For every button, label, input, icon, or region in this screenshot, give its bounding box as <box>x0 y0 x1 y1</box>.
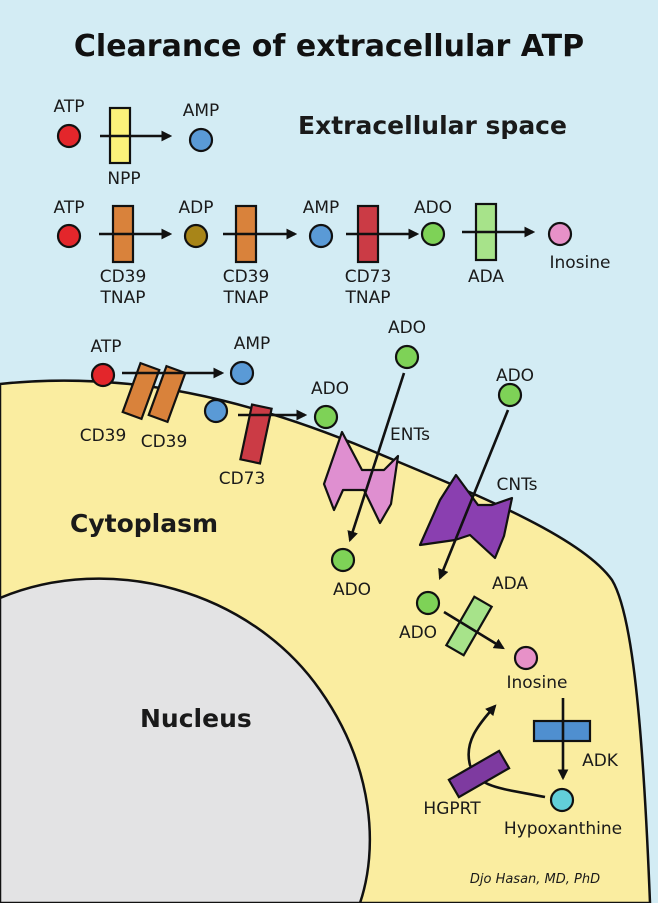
cd39-label: CD39 <box>100 267 147 287</box>
ado-label: ADO <box>414 198 452 218</box>
transport-arrow <box>347 372 406 543</box>
hgprt-enzyme <box>447 749 511 799</box>
ado-molecule <box>420 221 446 247</box>
inosine-label: Inosine <box>506 673 567 693</box>
diagram-title: Clearance of extracellular ATP <box>74 29 584 64</box>
ado-label: ADO <box>388 318 426 338</box>
atp-molecule <box>56 223 82 249</box>
cd39-enzyme <box>147 364 187 424</box>
ado-label: ADO <box>399 623 437 643</box>
cd39-label: CD39 <box>223 267 270 287</box>
npp-label: NPP <box>107 169 140 189</box>
adp-molecule <box>183 223 209 249</box>
amp-label: AMP <box>303 198 340 218</box>
inosine-molecule <box>513 645 539 671</box>
ents-transporter <box>322 430 400 525</box>
tnap-label: TNAP <box>345 288 391 308</box>
ado-molecule <box>497 382 523 408</box>
ado-label: ADO <box>311 379 349 399</box>
amp-label: AMP <box>183 101 220 121</box>
ado-molecule <box>415 590 441 616</box>
adk-label: ADK <box>582 751 619 771</box>
amp-molecule <box>229 360 255 386</box>
atp-label: ATP <box>54 97 85 117</box>
salvage-arrow <box>467 704 546 799</box>
cnts-label: CNTs <box>496 475 537 495</box>
amp-molecule <box>188 127 214 153</box>
atp-molecule <box>90 362 116 388</box>
reaction-arrow <box>443 610 505 650</box>
amp-molecule <box>308 223 334 249</box>
hgprt-label: HGPRT <box>423 799 481 819</box>
amp-molecule <box>203 398 229 424</box>
ado-molecule <box>330 547 356 573</box>
author-credit: Djo Hasan, MD, PhD <box>470 872 600 887</box>
inosine-molecule <box>547 221 573 247</box>
cd73-label: CD73 <box>345 267 392 287</box>
inosine-label: Inosine <box>549 253 610 273</box>
ado-molecule <box>394 344 420 370</box>
amp-label: AMP <box>234 334 271 354</box>
ado-label: ADO <box>333 580 371 600</box>
tnap-label: TNAP <box>223 288 269 308</box>
atp-molecule <box>56 123 82 149</box>
atp-label: ATP <box>91 337 122 357</box>
cd39-label: CD39 <box>80 426 127 446</box>
adp-label: ADP <box>179 198 214 218</box>
ada-label: ADA <box>492 574 528 594</box>
cd73-label: CD73 <box>219 469 266 489</box>
tnap-label: TNAP <box>100 288 146 308</box>
transport-arrow <box>438 409 510 581</box>
cd73-enzyme <box>239 403 273 465</box>
atp-label: ATP <box>54 198 85 218</box>
nucleus-region <box>0 577 372 903</box>
ents-label: ENTs <box>390 425 430 445</box>
cd39-enzyme <box>121 361 161 421</box>
ada-label: ADA <box>468 267 504 287</box>
hypoxanthine-label: Hypoxanthine <box>504 819 622 839</box>
nucleus-label: Nucleus <box>140 704 252 733</box>
extracellular-space-label: Extracellular space <box>298 111 567 140</box>
ado-molecule <box>313 404 339 430</box>
hypoxanthine-molecule <box>549 787 575 813</box>
cytoplasm-label: Cytoplasm <box>70 509 218 538</box>
cd39-label: CD39 <box>141 432 188 452</box>
ado-label: ADO <box>496 366 534 386</box>
